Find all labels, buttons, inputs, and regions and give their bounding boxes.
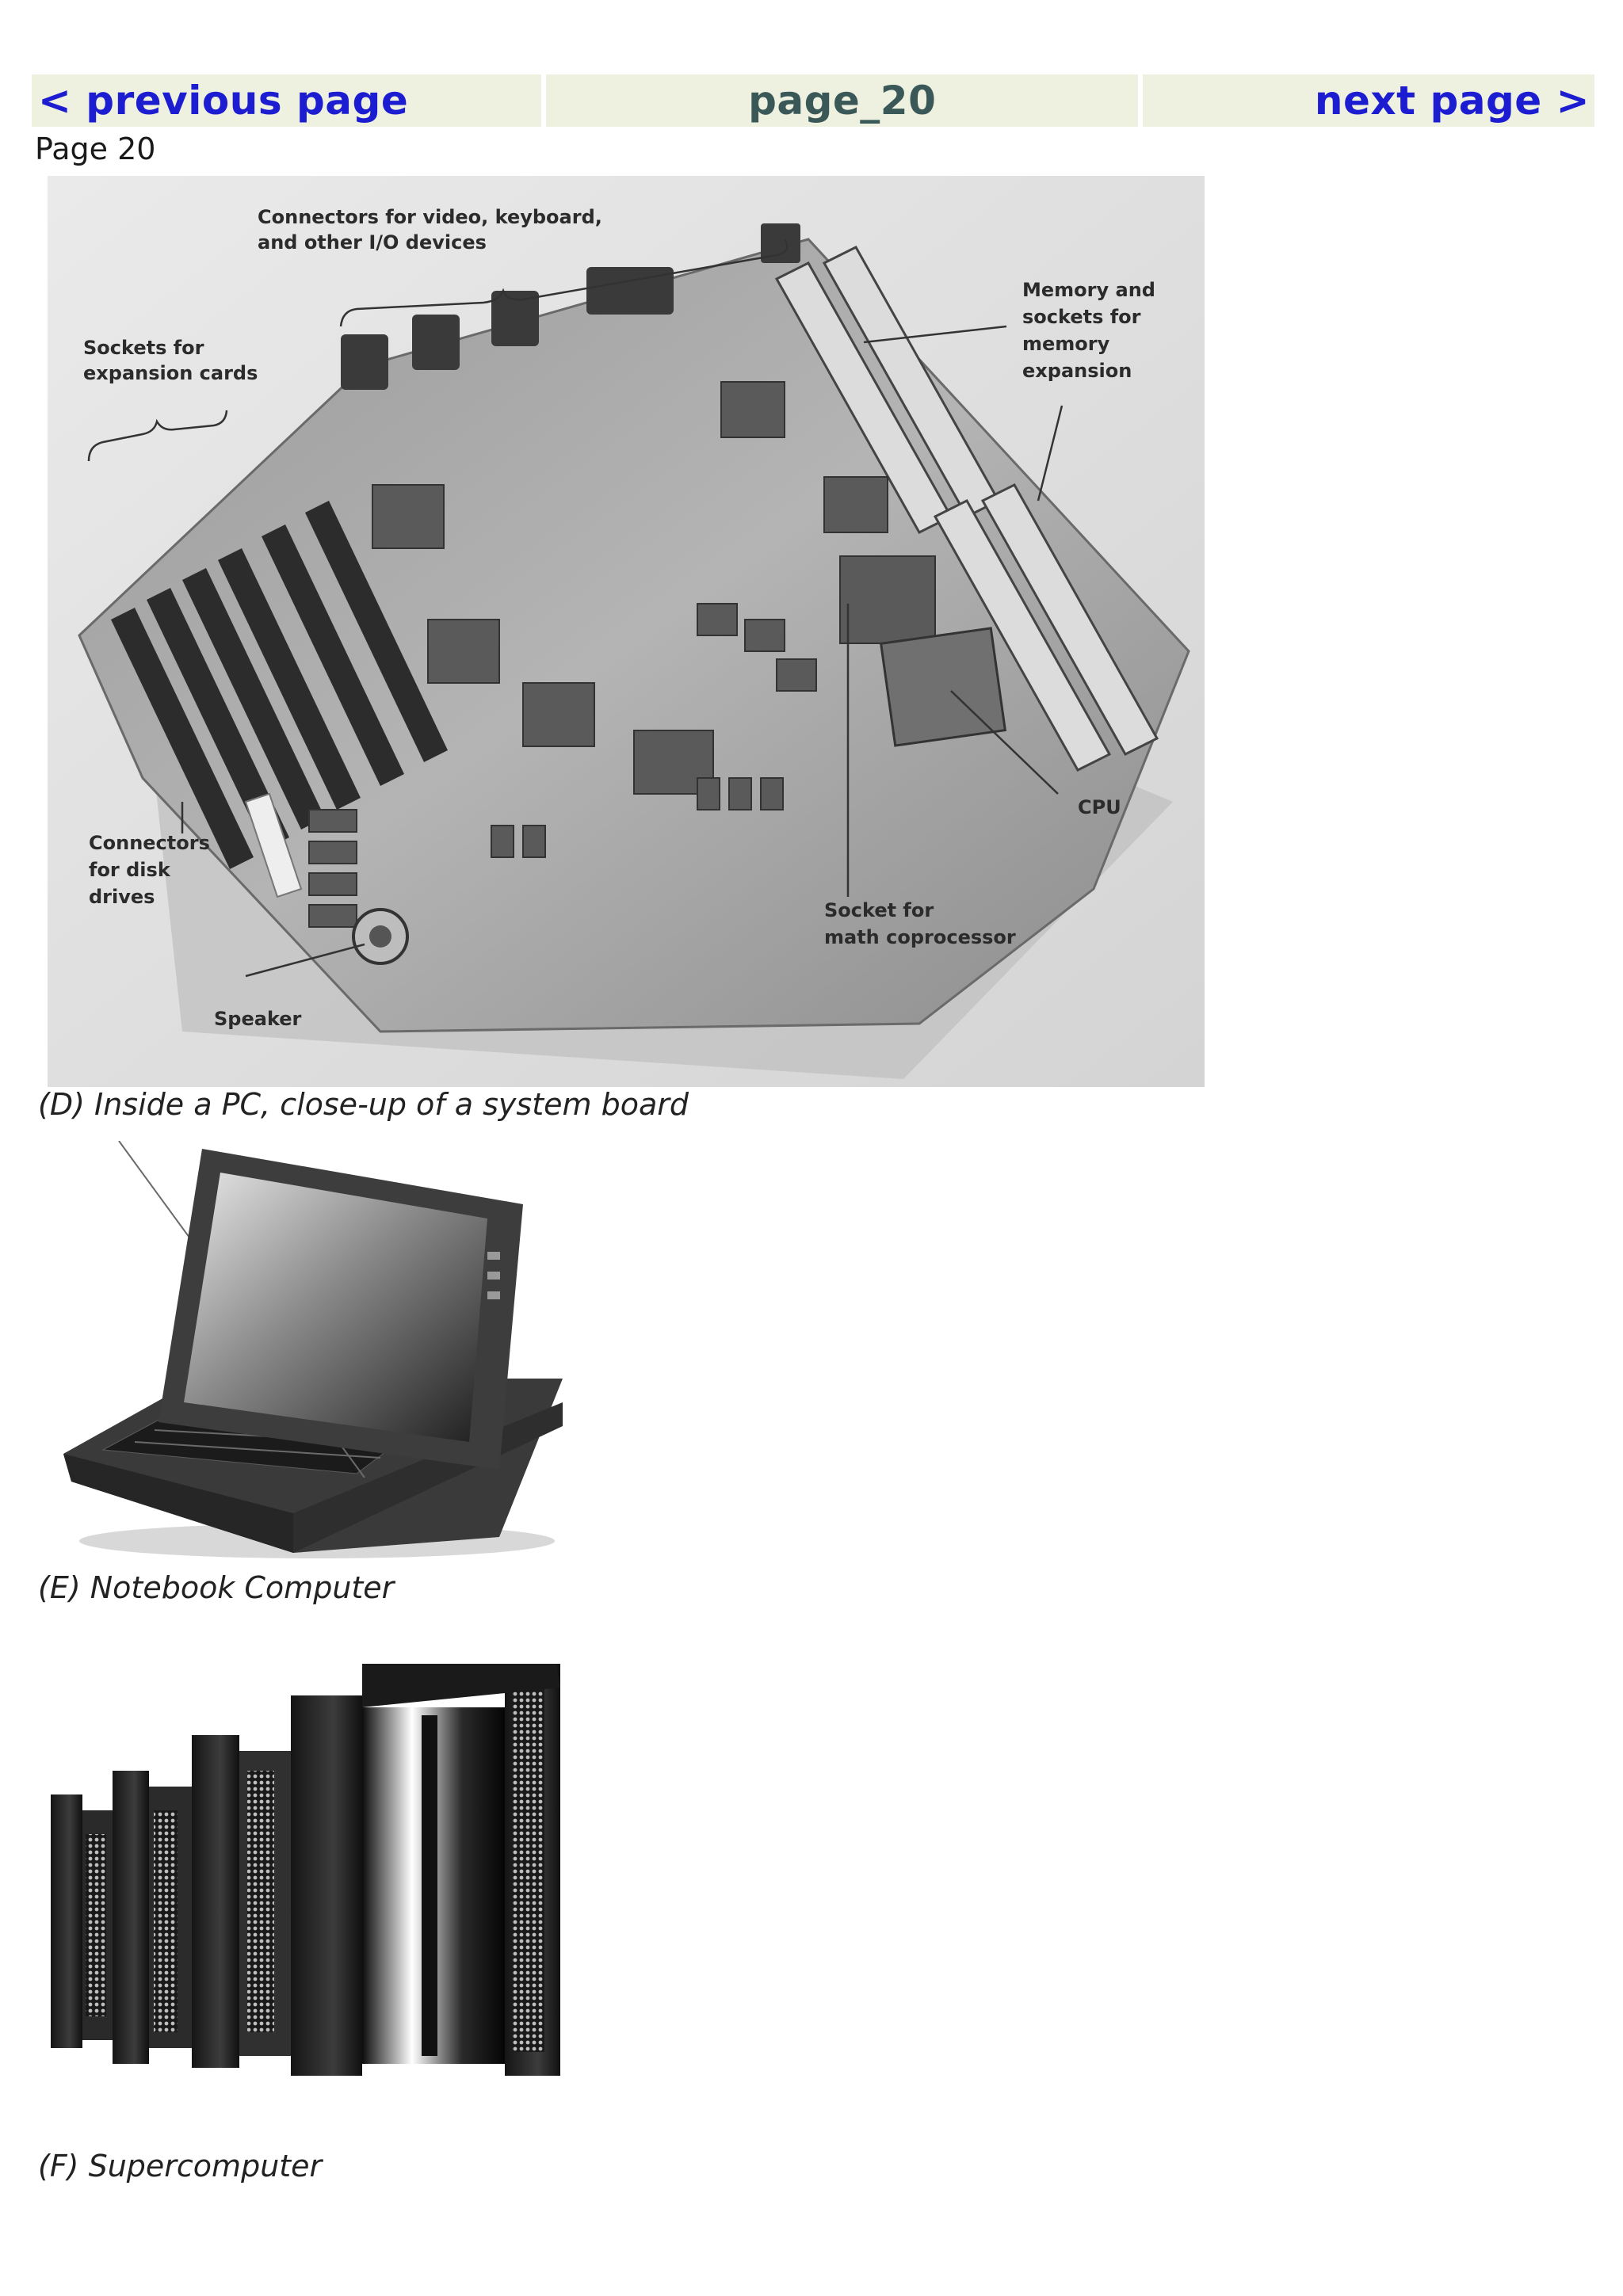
callout-expansion-sockets-line1: Sockets for: [83, 337, 204, 359]
callout-io-connectors-line2: and other I/O devices: [258, 231, 487, 254]
page-navigation: < previous page page_20 next page >: [32, 74, 1594, 127]
system-board-figure: Connectors for video, keyboard, and othe…: [48, 176, 1205, 1087]
notebook-figure: [55, 1141, 579, 1569]
previous-page-link[interactable]: < previous page: [38, 78, 409, 124]
caption-supercomputer: (F) Supercomputer: [38, 2149, 323, 2183]
callout-cpu: CPU: [1078, 796, 1121, 818]
previous-page-cell: < previous page: [32, 74, 542, 127]
current-page-indicator: page_20: [546, 74, 1139, 127]
system-board-photo: Connectors for video, keyboard, and othe…: [48, 176, 1205, 1087]
callout-io-connectors-line1: Connectors for video, keyboard,: [258, 206, 602, 228]
callout-math-socket-line2: math coprocessor: [824, 926, 1016, 948]
callout-expansion-sockets-line2: expansion cards: [83, 362, 258, 384]
callout-math-socket-line1: Socket for: [824, 899, 934, 921]
supercomputer-photo: [51, 1664, 560, 2076]
callout-speaker: Speaker: [214, 1008, 302, 1030]
callout-disk-connectors-line2: for disk: [89, 859, 171, 881]
callout-memory-line2: sockets for: [1022, 306, 1141, 328]
caption-notebook: (E) Notebook Computer: [38, 1570, 395, 1605]
callout-memory-line4: expansion: [1022, 360, 1132, 382]
callout-memory-line3: memory: [1022, 333, 1110, 355]
callout-disk-connectors-line1: Connectors: [89, 832, 210, 854]
next-page-cell: next page >: [1143, 74, 1594, 127]
callout-disk-connectors-line3: drives: [89, 886, 155, 908]
callout-memory-line1: Memory and: [1022, 279, 1155, 301]
supercomputer-figure: [49, 1640, 564, 2115]
next-page-link[interactable]: next page >: [1314, 78, 1590, 124]
page-label: Page 20: [35, 132, 156, 166]
caption-system-board: (D) Inside a PC, close-up of a system bo…: [38, 1087, 689, 1122]
notebook-computer-photo: [63, 1141, 563, 1558]
